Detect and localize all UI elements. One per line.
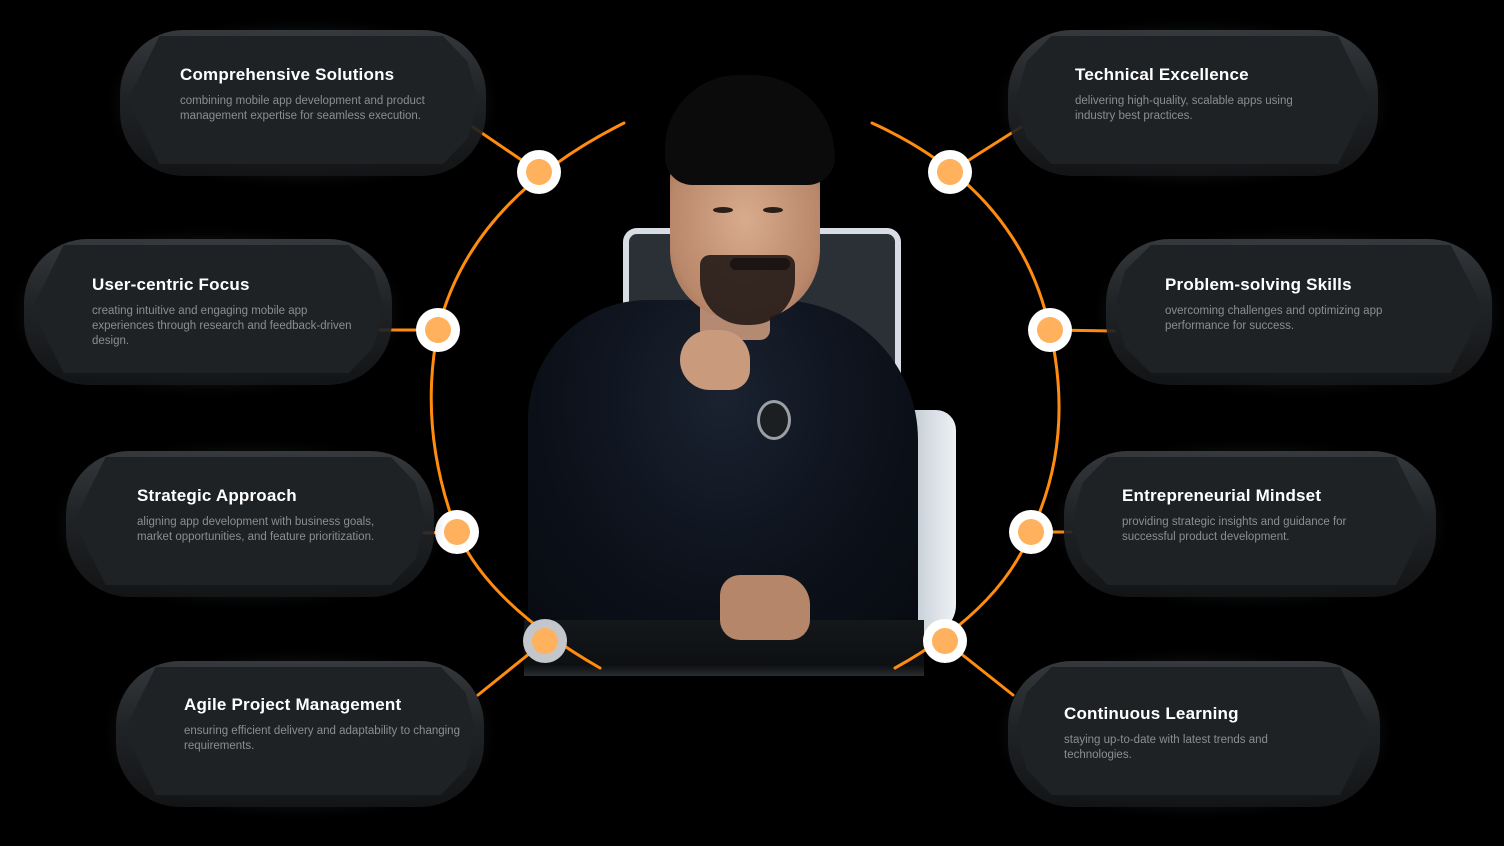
card-title: Technical Excellence bbox=[1075, 65, 1249, 84]
card-description: aligning app development with business g… bbox=[137, 516, 375, 543]
connector-dot-icon bbox=[928, 150, 972, 194]
card-title: Problem-solving Skills bbox=[1165, 275, 1352, 294]
card-technical-excellence: Technical Excellence delivering high-qua… bbox=[1002, 24, 1384, 182]
card-description: ensuring efficient delivery and adaptabi… bbox=[184, 725, 460, 752]
person-hand-desk bbox=[720, 575, 810, 640]
card-continuous-learning: Continuous Learning staying up-to-date w… bbox=[1002, 655, 1386, 813]
card-entrepreneurial-mindset: Entrepreneurial Mindset providing strate… bbox=[1058, 445, 1442, 603]
connector-dot-icon bbox=[517, 150, 561, 194]
person-mustache bbox=[730, 258, 790, 270]
card-description: creating intuitive and engaging mobile a… bbox=[92, 305, 352, 347]
right-orbit-arc bbox=[870, 121, 1061, 670]
left-orbit-arc bbox=[429, 121, 626, 670]
card-title: Strategic Approach bbox=[137, 486, 297, 505]
card-comprehensive-solutions: Comprehensive Solutions combining mobile… bbox=[114, 24, 492, 182]
connector-dot-icon bbox=[1028, 308, 1072, 352]
connector-dot-icon bbox=[923, 619, 967, 663]
card-description: providing strategic insights and guidanc… bbox=[1122, 516, 1347, 543]
connector-dot-icon bbox=[416, 308, 460, 352]
connector-dot-icon bbox=[435, 510, 479, 554]
connector-dot-icon bbox=[1009, 510, 1053, 554]
wristwatch bbox=[757, 400, 791, 440]
person-eye-left bbox=[713, 207, 733, 213]
card-title: User-centric Focus bbox=[92, 275, 250, 294]
connector-dot-icon bbox=[523, 619, 567, 663]
card-agile-project-management: Agile Project Management ensuring effici… bbox=[110, 655, 490, 813]
card-title: Continuous Learning bbox=[1064, 704, 1239, 723]
card-user-centric-focus: User-centric Focus creating intuitive an… bbox=[18, 233, 398, 391]
card-description: staying up-to-date with latest trends an… bbox=[1064, 734, 1268, 761]
card-title: Agile Project Management bbox=[184, 695, 402, 714]
card-title: Comprehensive Solutions bbox=[180, 65, 395, 84]
card-description: delivering high-quality, scalable apps u… bbox=[1075, 95, 1293, 122]
card-description: combining mobile app development and pro… bbox=[180, 95, 425, 122]
card-title: Entrepreneurial Mindset bbox=[1122, 486, 1322, 505]
card-strategic-approach: Strategic Approach aligning app developm… bbox=[60, 445, 440, 603]
card-problem-solving-skills: Problem-solving Skills overcoming challe… bbox=[1100, 233, 1498, 391]
person-hand-chin bbox=[680, 330, 750, 390]
person-eye-right bbox=[763, 207, 783, 213]
card-description: overcoming challenges and optimizing app… bbox=[1165, 305, 1383, 332]
